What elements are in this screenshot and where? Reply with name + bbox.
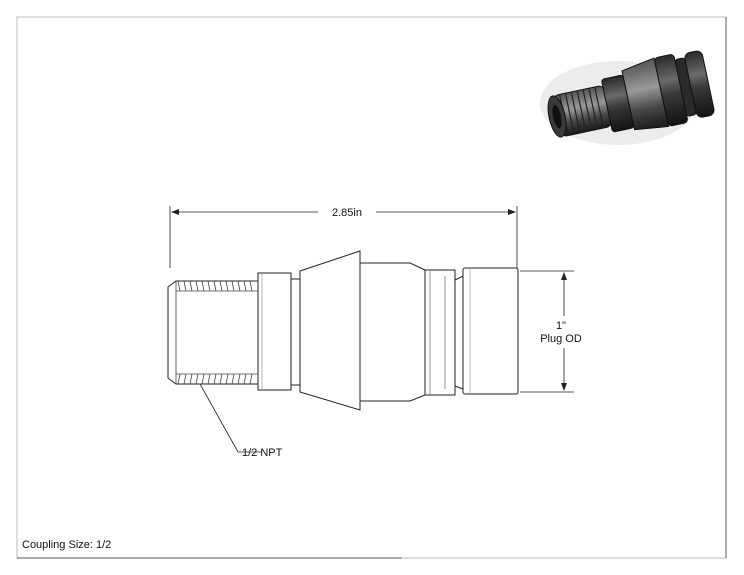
plug-nose [462,267,519,395]
coupling-side-view [167,250,519,411]
body [359,262,426,402]
sleeve-cone [299,250,361,411]
coupling-size-label: Coupling Size: 1/2 [22,539,112,551]
coupling-3d-thumbnail [540,50,715,145]
neck [290,278,301,386]
thread-lines [175,280,258,385]
hex-collar [257,272,292,391]
sheet-border [16,16,727,559]
thread-callout: 1/2 NPT [199,383,283,459]
locking-groove [424,269,456,396]
overall-length-label: 2.85in [332,207,362,219]
thread-callout-label: 1/2 NPT [242,447,283,459]
plug-od-dimension: 1" Plug OD [520,270,582,393]
threaded-end [167,280,259,385]
plug-od-label: Plug OD [540,333,582,345]
overall-length-dimension: 2.85in [169,206,518,268]
plug-od-value: 1" [556,320,566,332]
